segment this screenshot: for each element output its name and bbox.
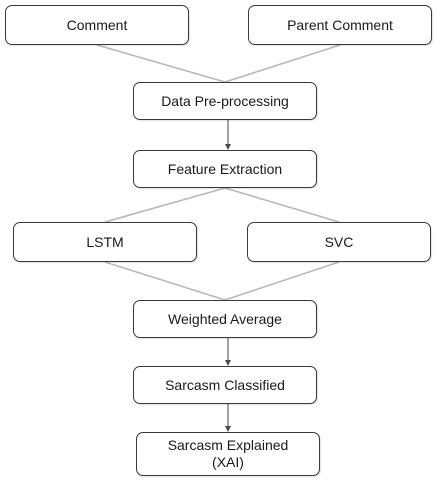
edge-comment-to-preprocessing: [96, 44, 226, 83]
svc-node: SVC: [247, 222, 431, 262]
feature-extraction-node: Feature Extraction: [133, 150, 317, 188]
sarcasm-classified-node: Sarcasm Classified: [133, 366, 317, 404]
edge-lstm-to-weighted: [104, 261, 226, 301]
comment-node: Comment: [5, 5, 189, 45]
edge-feature-to-lstm: [104, 187, 226, 223]
sarcasm-explained-node: Sarcasm Explained (XAI): [136, 432, 320, 476]
parent-comment-node: Parent Comment: [248, 5, 432, 45]
edge-feature-to-svc: [224, 187, 340, 223]
edge-parent-to-preprocessing: [224, 44, 341, 83]
edge-svc-to-weighted: [224, 261, 340, 301]
weighted-average-node: Weighted Average: [133, 300, 317, 338]
data-preprocessing-node: Data Pre-processing: [133, 82, 317, 120]
lstm-node: LSTM: [13, 222, 197, 262]
